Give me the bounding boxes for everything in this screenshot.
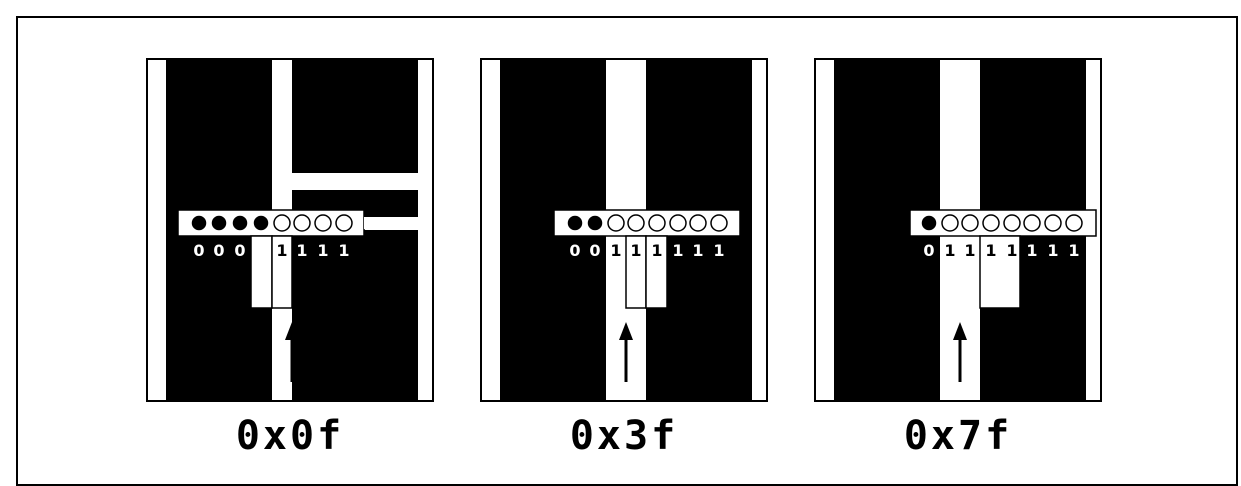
bit-label: 1	[713, 241, 724, 260]
bit-label: 0	[193, 241, 204, 260]
sensor-led-empty	[689, 214, 707, 232]
bit-label: 0	[255, 241, 266, 260]
bit-label: 0	[569, 241, 580, 260]
bit-label: 1	[964, 241, 975, 260]
histogram-col-1	[979, 235, 1021, 309]
bit-label: 1	[692, 241, 703, 260]
sensor-led-empty	[1023, 214, 1041, 232]
corridor-gap	[364, 217, 419, 229]
maze-diagram-0x0f: 0 0 0 0 1 1 1 1	[146, 58, 434, 402]
sensor-led-empty	[627, 214, 645, 232]
bit-label: 1	[276, 241, 287, 260]
sensor-led-empty	[710, 214, 728, 232]
wall-right-top	[292, 60, 418, 173]
sensor-led-filled	[920, 214, 938, 232]
sensor-led-empty	[669, 214, 687, 232]
maze-diagram-0x3f: 0 0 1 1 1 1 1 1	[480, 58, 768, 402]
sensor-led-filled	[566, 214, 584, 232]
sensor-led-empty	[1065, 214, 1083, 232]
sensor-led-empty	[273, 214, 291, 232]
up-arrow-icon	[285, 322, 299, 340]
histogram-col-2	[645, 235, 668, 309]
caption-0x7f: 0x7f	[903, 413, 1013, 459]
figure-frame: 0 0 0 0 1 1 1 1 0x0f	[16, 16, 1238, 486]
up-arrow-icon	[953, 322, 967, 340]
sensor-led-empty	[607, 214, 625, 232]
caption-0x0f: 0x0f	[235, 413, 345, 459]
bit-label: 1	[296, 241, 307, 260]
bit-label: 0	[234, 241, 245, 260]
bit-label: 0	[923, 241, 934, 260]
panel-0x0f: 0 0 0 0 1 1 1 1	[146, 58, 434, 402]
sensor-led-empty	[941, 214, 959, 232]
sensor-led-empty	[314, 214, 332, 232]
sensor-led-empty	[1044, 214, 1062, 232]
sensor-bar	[553, 209, 741, 237]
maze-diagram-0x7f: 0 1 1 1 1 1 1 1	[814, 58, 1102, 402]
panel-0x7f: 0 1 1 1 1 1 1 1	[814, 58, 1102, 402]
sensor-led-empty	[648, 214, 666, 232]
sensor-led-empty	[1003, 214, 1021, 232]
bit-label: 1	[1047, 241, 1058, 260]
bit-label: 1	[610, 241, 621, 260]
bit-label: 1	[1006, 241, 1017, 260]
panel-0x3f: 0 0 1 1 1 1 1 1	[480, 58, 768, 402]
bit-label: 0	[213, 241, 224, 260]
bit-label: 1	[1026, 241, 1037, 260]
up-arrow-icon	[619, 322, 633, 340]
bit-label: 1	[630, 241, 641, 260]
bit-label: 1	[672, 241, 683, 260]
bit-label: 1	[338, 241, 349, 260]
bit-label: 0	[589, 241, 600, 260]
sensor-led-empty	[982, 214, 1000, 232]
bit-label: 1	[317, 241, 328, 260]
caption-0x3f: 0x3f	[569, 413, 679, 459]
sensor-led-filled	[210, 214, 228, 232]
bit-label: 1	[651, 241, 662, 260]
sensor-led-filled	[586, 214, 604, 232]
sensor-led-filled	[252, 214, 270, 232]
bit-label: 1	[1068, 241, 1079, 260]
histogram-col-2	[271, 235, 293, 309]
sensor-led-filled	[190, 214, 208, 232]
sensor-led-empty	[293, 214, 311, 232]
sensor-led-filled	[231, 214, 249, 232]
sensor-led-empty	[335, 214, 353, 232]
bit-label: 1	[944, 241, 955, 260]
sensor-led-empty	[961, 214, 979, 232]
bit-label: 1	[985, 241, 996, 260]
wall-right-bottom	[292, 230, 418, 400]
